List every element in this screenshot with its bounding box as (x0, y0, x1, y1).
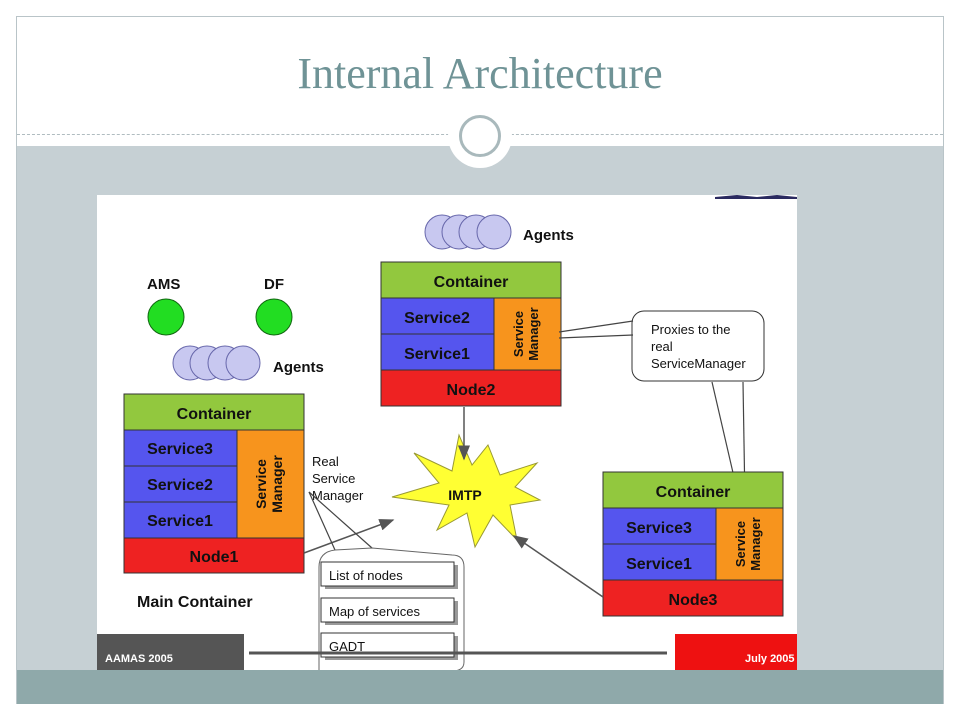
real-manager-line1: Real (312, 454, 339, 469)
container3-service-1: Service3 (626, 520, 692, 537)
ams-label: AMS (147, 276, 180, 293)
container3-manager-line1: Service (733, 521, 748, 567)
footer-left-bar (97, 634, 244, 670)
agents-left (172, 345, 261, 381)
agents-top (424, 214, 512, 250)
container3-node: Node3 (669, 592, 718, 609)
real-manager-line2: Service (312, 471, 355, 486)
container2 (380, 261, 562, 407)
imtp-label: IMTP (448, 487, 481, 503)
footer-band (17, 670, 943, 704)
proxies-callout-line1: Proxies to the (651, 322, 731, 337)
footer-left-text: AAMAS 2005 (105, 653, 173, 665)
container3-header: Container (656, 484, 731, 501)
df-circle (255, 298, 293, 336)
main-container-label: Main Container (137, 594, 253, 611)
container1-service-2: Service2 (147, 477, 213, 494)
ams-circle (147, 298, 185, 336)
table-map-of-services: Map of services (329, 604, 421, 619)
container1-service-1: Service3 (147, 441, 213, 458)
df-label: DF (264, 276, 284, 293)
imtp-arrows (303, 407, 604, 598)
footer-right-text: July 2005 (745, 653, 795, 665)
container2-node: Node2 (447, 382, 496, 399)
container2-service-2: Service1 (404, 346, 470, 363)
container3-service-2: Service1 (626, 556, 692, 573)
agents-left-label: Agents (273, 359, 324, 376)
proxies-callout-box (631, 310, 765, 382)
container1 (123, 393, 305, 574)
agents-top-label: Agents (523, 227, 574, 244)
container2-header: Container (434, 274, 509, 291)
architecture-diagram: Agents AMS DF Agents Container Service2 … (97, 195, 797, 672)
container1-manager-line2: Manager (269, 455, 285, 513)
table-gadt: GADT (329, 639, 365, 654)
container3-manager-line2: Manager (748, 517, 763, 570)
tables-boxes (320, 561, 455, 658)
proxies-callout-line3: ServiceManager (651, 356, 746, 371)
decor-fragment (715, 195, 797, 199)
container2-manager-line1: Service (511, 311, 526, 357)
real-manager-pointer-lines (308, 491, 373, 551)
container3 (602, 471, 784, 617)
real-manager-line3: Manager (312, 488, 364, 503)
container1-header: Container (177, 406, 252, 423)
container2-manager-line2: Manager (526, 307, 541, 360)
slide-title: Internal Architecture (297, 49, 663, 98)
imtp-starburst (391, 433, 542, 549)
table-list-of-nodes: List of nodes (329, 568, 403, 583)
proxies-callout-line2: real (651, 339, 673, 354)
footer-right-bar (675, 634, 797, 670)
container1-service-3: Service1 (147, 513, 213, 530)
ring-icon (459, 115, 501, 157)
container2-service-1: Service2 (404, 310, 470, 327)
container1-manager-line1: Service (253, 459, 269, 509)
container1-node: Node1 (190, 549, 239, 566)
